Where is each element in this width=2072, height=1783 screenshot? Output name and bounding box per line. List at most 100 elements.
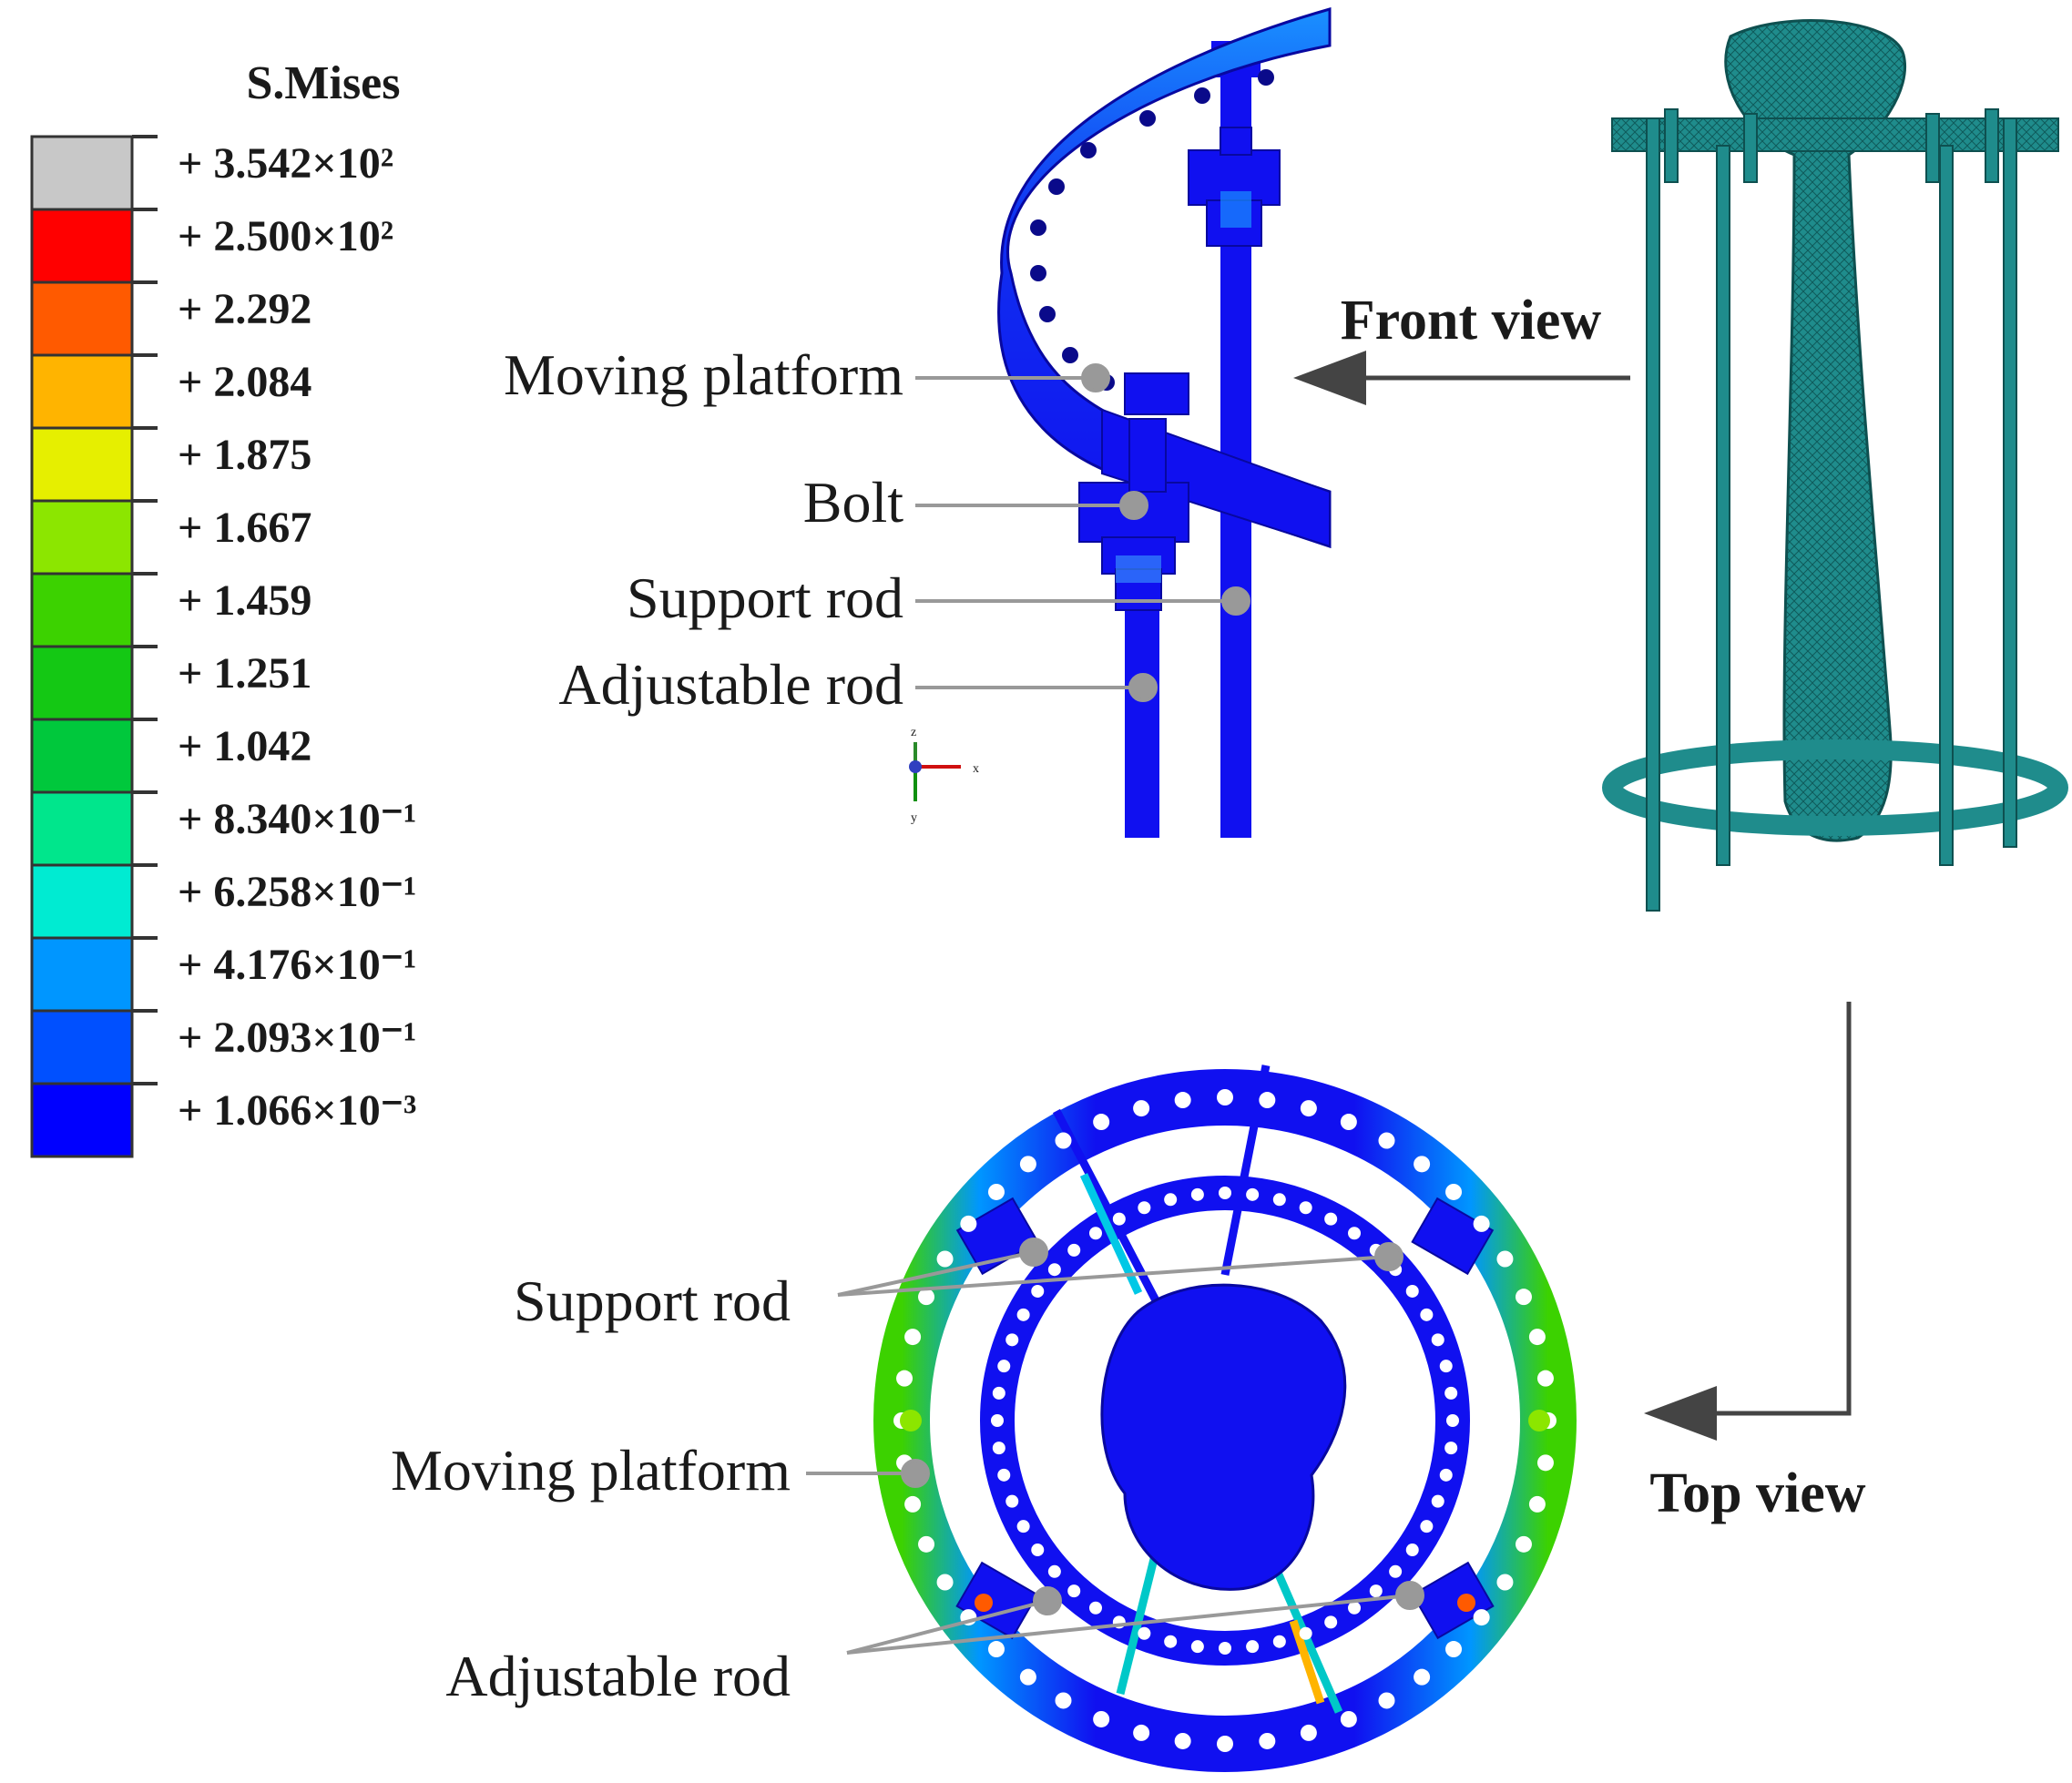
upper-bolt-shape xyxy=(1188,127,1281,247)
ring-hole xyxy=(1528,1495,1546,1513)
bolt-stress-patch xyxy=(1116,555,1161,583)
ring-hole xyxy=(1515,1535,1532,1553)
top-leaders xyxy=(806,1238,1424,1655)
ring-hole xyxy=(1016,1308,1030,1321)
ring-hole xyxy=(960,1215,977,1232)
ring-hole xyxy=(1190,1640,1204,1654)
legend-swatch xyxy=(30,572,134,648)
ring-hole xyxy=(1174,1092,1191,1109)
ring-hole xyxy=(1324,1615,1338,1629)
stress-hotspots xyxy=(900,1410,1550,1612)
ring-hole xyxy=(1047,1263,1061,1277)
ring-hole xyxy=(1444,1442,1458,1455)
ring-hole xyxy=(1414,1156,1431,1173)
ring-hole xyxy=(1378,1132,1395,1149)
ring-hole xyxy=(1219,1187,1231,1199)
ring-hole xyxy=(1016,1520,1030,1533)
legend-label: + 2.084 xyxy=(178,358,311,406)
ring-hole xyxy=(997,1360,1011,1373)
ring-hole xyxy=(1164,1193,1178,1207)
ring-hole xyxy=(1446,1414,1459,1427)
ring-hole xyxy=(1217,1736,1233,1752)
ring-hole xyxy=(1445,1641,1463,1658)
label-front-bolt: Bolt xyxy=(803,470,903,535)
ring-hole xyxy=(1431,1494,1444,1508)
legend-label: + 2.292 xyxy=(178,285,311,333)
top-view-model xyxy=(873,1065,1577,1772)
legend-label: + 1.667 xyxy=(178,504,311,552)
ring-hole xyxy=(1444,1386,1458,1400)
ring-hole xyxy=(1019,1668,1036,1686)
legend-label: + 1.042 xyxy=(178,722,311,770)
ring-hole xyxy=(992,1386,1005,1400)
ring-hole xyxy=(1348,1227,1362,1240)
legend-label: + 6.258×10⁻¹ xyxy=(178,868,416,916)
ring-hole xyxy=(987,1183,1005,1200)
legend-colorbar xyxy=(30,135,158,1158)
ring-hole xyxy=(1112,1212,1126,1226)
ring-hole xyxy=(1389,1564,1403,1578)
ring-hole xyxy=(936,1574,954,1591)
axis-y-label: y xyxy=(911,811,917,825)
top-view-arrow xyxy=(1644,1002,1852,1441)
ring-hole xyxy=(1133,1724,1150,1741)
top-ring-mesh xyxy=(1611,117,2059,152)
ring-hole xyxy=(1348,1601,1362,1615)
ring-hole xyxy=(1138,1201,1151,1215)
ring-hole xyxy=(1019,1156,1036,1173)
label-front-moving-platform: Moving platform xyxy=(504,342,903,407)
label-top-support-rod: Support rod xyxy=(514,1268,791,1333)
ring-hole xyxy=(1439,1360,1453,1373)
ring-hole xyxy=(1190,1187,1204,1201)
legend-swatch xyxy=(30,790,134,867)
ring-hole xyxy=(1005,1333,1019,1347)
legend-swatch xyxy=(30,863,134,940)
ring-hole xyxy=(936,1250,954,1268)
ring-hole xyxy=(1055,1692,1072,1709)
ring-hole xyxy=(1405,1284,1419,1298)
ring-hole xyxy=(1133,1100,1150,1117)
stress-legend: S.Mises + 3.542×10²+ 2.500×10²+ 2.292+ 2… xyxy=(30,57,416,1158)
ring-hole xyxy=(1138,1626,1151,1640)
legend-label: + 1.875 xyxy=(178,431,311,479)
legend-labels: + 3.542×10²+ 2.500×10²+ 2.292+ 2.084+ 1.… xyxy=(178,139,416,1135)
ring-hole xyxy=(1528,1329,1546,1346)
label-top-adjustable-rod: Adjustable rod xyxy=(445,1644,791,1708)
front-view-arrow xyxy=(1293,351,1630,405)
ring-hole xyxy=(1164,1635,1178,1648)
legend-label: + 1.459 xyxy=(178,576,311,625)
ring-hole xyxy=(896,1370,914,1387)
ring-hole xyxy=(1439,1468,1453,1482)
legend-swatch xyxy=(30,280,134,357)
ring-hole xyxy=(1340,1114,1357,1131)
ring-hole xyxy=(1299,1201,1312,1215)
ring-hole xyxy=(1088,1227,1102,1240)
front-view-caption: Front view xyxy=(1341,290,1602,352)
ring-hole xyxy=(997,1468,1011,1482)
ring-hole xyxy=(1219,1642,1231,1655)
legend-swatch xyxy=(30,718,134,794)
tibia-bone-mesh xyxy=(1724,19,1906,842)
legend-label: + 3.542×10² xyxy=(178,139,393,188)
ring-hole xyxy=(1067,1584,1081,1598)
bone-cross-section xyxy=(1100,1283,1347,1591)
ring-hole xyxy=(904,1495,922,1513)
ring-hole xyxy=(1420,1308,1434,1321)
inner-ring-holes xyxy=(991,1187,1459,1655)
ring-hole xyxy=(1378,1692,1395,1709)
ring-hole xyxy=(1299,1626,1312,1640)
ring-hole xyxy=(1414,1668,1431,1686)
ring-hole xyxy=(918,1535,935,1553)
ring-hole xyxy=(1431,1333,1444,1347)
ring-hole xyxy=(1340,1710,1357,1727)
ring-hole xyxy=(1246,1640,1260,1654)
label-top-moving-platform: Moving platform xyxy=(391,1438,791,1503)
ring-hole xyxy=(1031,1544,1045,1557)
legend-swatch xyxy=(30,499,134,576)
ring-hole xyxy=(918,1289,935,1306)
legend-swatch xyxy=(30,1082,134,1158)
top-view-caption: Top view xyxy=(1649,1462,1865,1524)
label-front-support-rod: Support rod xyxy=(627,565,903,630)
legend-swatch xyxy=(30,936,134,1013)
ring-hole xyxy=(1324,1212,1338,1226)
